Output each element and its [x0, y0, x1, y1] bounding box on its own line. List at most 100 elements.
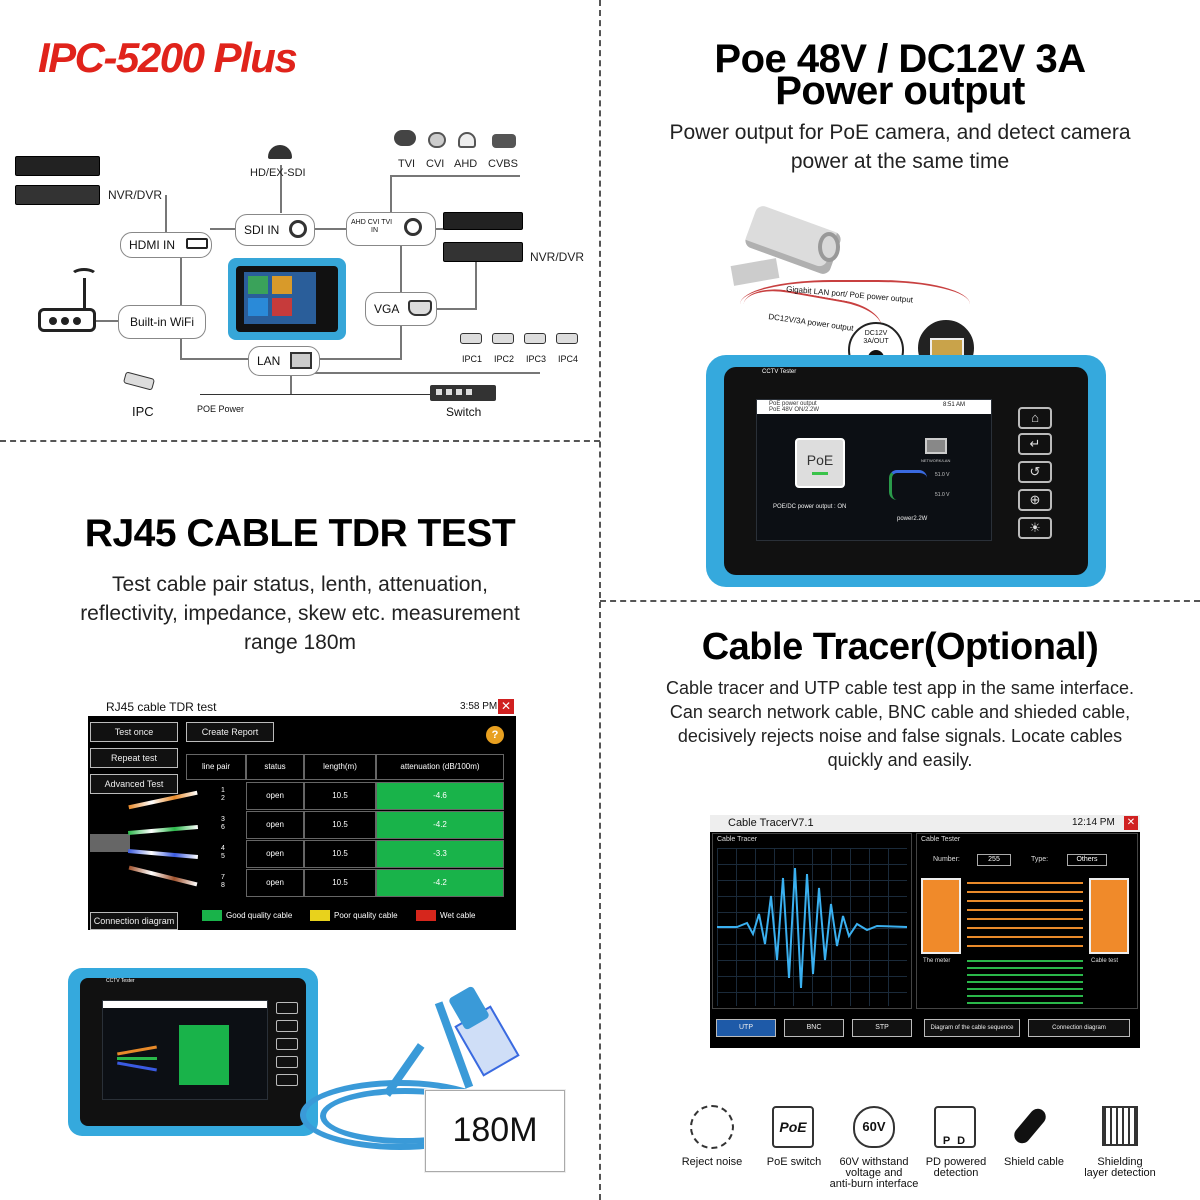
ipc1-camera-icon — [460, 333, 482, 344]
cam-label-tvi: TVI — [398, 158, 416, 170]
legend-good-swatch — [202, 910, 222, 921]
close-icon[interactable]: ✕ — [498, 699, 514, 714]
device-brand: CCTV Tester — [762, 369, 797, 375]
tracer-subtitle-3: decisively rejects noise and false signa… — [677, 726, 1123, 746]
poe-wire-graphic — [889, 470, 927, 500]
wire-pair-2 — [127, 824, 199, 836]
voltage-2: 51.0 V — [935, 492, 950, 498]
dome-camera-icon — [268, 145, 292, 159]
wifi-label: Built-in WiFi — [118, 305, 206, 339]
tester-connector-icon — [1089, 878, 1129, 954]
stp-button[interactable]: STP — [852, 1019, 912, 1037]
legend-wet-label: Wet cable — [440, 911, 476, 920]
divider-horizontal-left — [0, 440, 600, 442]
voltage-1: 51.0 V — [935, 472, 950, 478]
network-switch-icon — [430, 385, 496, 401]
poe-title-line1: Poe 48V / DC12V 3A — [714, 37, 1086, 81]
poe-subtitle-line1: Power output for PoE camera, and detect … — [669, 121, 1131, 144]
pin-3: 3 — [221, 816, 225, 823]
poe-subtitle-line2: power at the same time — [790, 150, 1010, 173]
attenuation-cell: -4.6 — [376, 782, 504, 810]
type-label: Type: — [1031, 856, 1049, 863]
create-report-button[interactable]: Create Report — [186, 722, 274, 742]
distance-label: 180M — [452, 1111, 538, 1149]
tracer-left-panel: Cable Tracer — [712, 833, 912, 1009]
signal-waveform — [717, 867, 907, 989]
zoom-button[interactable]: ⊕ — [1018, 489, 1052, 511]
attenuation-cell: -4.2 — [376, 811, 504, 839]
back-button[interactable]: ↺ — [1018, 461, 1052, 483]
ahd-in-port: AHD CVI TVI IN — [346, 212, 436, 246]
tdr-subtitle-line2: reflectivity, impedance, skew etc. measu… — [80, 602, 520, 625]
tracer-subtitle-1: Cable tracer and UTP cable test app in t… — [666, 678, 1134, 698]
status-cell: open — [246, 811, 304, 839]
pin-8: 8 — [221, 882, 225, 889]
number-value-field[interactable]: 255 — [977, 854, 1011, 866]
utp-button[interactable]: UTP — [716, 1019, 776, 1037]
close-icon[interactable]: ✕ — [1124, 816, 1138, 830]
enter-button[interactable]: ↵ — [1018, 433, 1052, 455]
tester-thumbnail — [228, 258, 346, 340]
pd-icon: P D — [934, 1106, 976, 1148]
connection-diagram-button[interactable]: Connection diagram — [90, 912, 178, 930]
col-header-attenuation: attenuation (dB/100m) — [376, 754, 504, 780]
distance-label-box: 180M — [425, 1090, 565, 1172]
cam-label-cvbs: CVBS — [488, 158, 518, 170]
tracer-title-bar: Cable TracerV7.1 12:14 PM ✕ — [710, 815, 1140, 832]
type-value-field[interactable]: Others — [1067, 854, 1107, 866]
nvr-label-right: NVR/DVR — [530, 250, 585, 264]
switch-label: Switch — [446, 405, 482, 419]
60v-icon: 60V — [853, 1106, 895, 1148]
length-cell: 10.5 — [304, 840, 376, 868]
wire-pair-3 — [127, 848, 199, 860]
shielding-layer-icon — [1102, 1106, 1138, 1146]
length-cell: 10.5 — [304, 811, 376, 839]
col-header-length: length(m) — [304, 754, 376, 780]
nvr-device-bottom — [15, 185, 100, 205]
poe-button-label: PoE — [806, 452, 834, 468]
feature-label: PD powered detection — [925, 1156, 987, 1179]
tdr-screen-time: 3:58 PM — [460, 701, 498, 712]
tdr-screen-title: RJ45 cable TDR test — [106, 700, 217, 714]
bnc-button[interactable]: BNC — [784, 1019, 844, 1037]
advanced-test-button[interactable]: Advanced Test — [90, 774, 178, 794]
col-header-line-pair: line pair — [186, 754, 246, 780]
tracer-screen-title: Cable TracerV7.1 — [728, 817, 814, 829]
wire-pair-4 — [128, 865, 198, 887]
network-port-icon — [925, 438, 947, 454]
rj45-icon — [290, 352, 312, 369]
ahd-in-line2: IN — [371, 227, 378, 234]
ahd-in-line1: AHD CVI TVI — [351, 219, 393, 226]
ipc3-label: IPC3 — [526, 354, 547, 364]
antenna-icon — [83, 278, 86, 308]
product-title: IPC-5200 Plus — [38, 34, 298, 81]
ipc1-label: IPC1 — [462, 354, 483, 364]
help-icon[interactable]: ? — [486, 726, 504, 744]
pin-4: 4 — [221, 845, 225, 852]
legend-wet-swatch — [416, 910, 436, 921]
repeat-test-button[interactable]: Repeat test — [90, 748, 178, 768]
dc-label1: DC12V — [864, 330, 888, 337]
cable-sequence-button[interactable]: Diagram of the cable sequence — [924, 1019, 1020, 1037]
feature-label: PoE switch — [766, 1156, 822, 1168]
test-once-button[interactable]: Test once — [90, 722, 178, 742]
status-cell: open — [246, 782, 304, 810]
light-button[interactable]: ☀ — [1018, 517, 1052, 539]
meter-connector-icon — [921, 878, 961, 954]
camera-cvi-icon — [428, 132, 446, 148]
nvr-label-left: NVR/DVR — [108, 188, 163, 202]
tracer-subtitle-2: Can search network cable, BNC cable and … — [669, 702, 1131, 722]
poe-screen: PoE power output PoE 48V ON/2.2W 8:51 AM… — [756, 399, 992, 541]
ipc-label: IPC — [132, 404, 154, 419]
hdmi-icon — [186, 238, 208, 249]
lan-cable — [740, 280, 970, 340]
tdr-device-screen — [102, 1000, 268, 1100]
bnc-icon-2 — [404, 218, 422, 236]
tdr-subtitle-line3: range 180m — [243, 631, 357, 654]
poe-power-button[interactable]: PoE — [795, 438, 845, 488]
connection-diagram-button[interactable]: Connection diagram — [1028, 1019, 1130, 1037]
camera-cvbs-icon — [492, 134, 516, 148]
status-cell: open — [246, 840, 304, 868]
home-button[interactable]: ⌂ — [1018, 407, 1052, 429]
pin-1: 1 — [221, 787, 225, 794]
